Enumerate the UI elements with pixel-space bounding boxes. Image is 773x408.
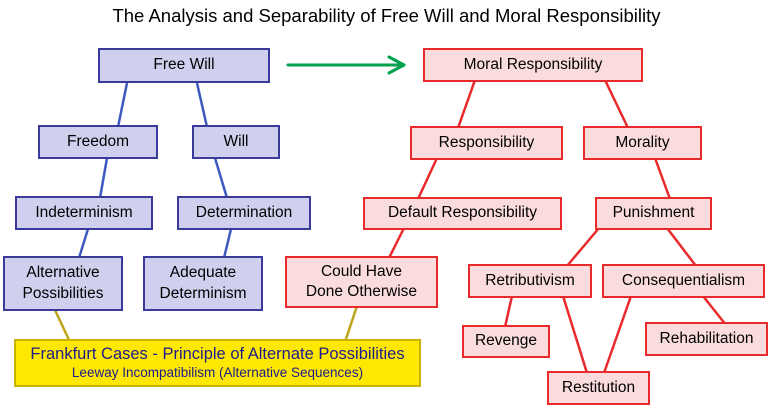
node-label: Punishment — [612, 204, 695, 222]
edge-line — [195, 82, 209, 128]
node-label: Revenge — [474, 332, 538, 350]
node-label: Freedom — [66, 132, 130, 150]
edge-line — [213, 157, 229, 199]
edge-line — [222, 228, 233, 259]
edge-line — [666, 227, 697, 267]
frankfurt-cases-note: Frankfurt Cases - Principle of Alternate… — [14, 339, 421, 387]
node-responsibility: Responsibility — [410, 126, 563, 160]
node-label: Morality — [615, 133, 670, 151]
node-freedom: Freedom — [38, 125, 158, 159]
edge-line — [603, 79, 630, 129]
node-default-responsibility: Default Responsibility — [363, 197, 562, 230]
node-label: Moral Responsibility — [463, 55, 603, 73]
node-label: Rehabilitation — [659, 329, 754, 347]
node-label: Determination — [195, 203, 293, 221]
node-label: Will — [223, 132, 249, 150]
edge-line — [702, 295, 727, 326]
node-label: Restitution — [561, 378, 636, 396]
node-moral-responsibility: Moral Responsibility — [423, 48, 643, 82]
note-line-2: Leeway Incompatibilism (Alternative Sequ… — [71, 364, 364, 380]
node-label: Responsibility — [438, 133, 535, 151]
node-restitution: Restitution — [547, 371, 650, 405]
edge-line — [602, 295, 633, 374]
node-will: Will — [192, 125, 280, 159]
node-indeterminism: Indeterminism — [15, 196, 153, 230]
node-determination: Determination — [177, 196, 311, 230]
edge-line — [653, 157, 672, 200]
node-label: Alternative Possibilities — [22, 264, 104, 302]
node-adequate-determinism: Adequate Determinism — [143, 256, 263, 311]
node-consequentialism: Consequentialism — [602, 264, 765, 298]
node-label: Consequentialism — [621, 271, 746, 289]
node-rehabilitation: Rehabilitation — [645, 322, 768, 356]
node-revenge: Revenge — [462, 325, 550, 358]
edge-line — [116, 82, 129, 128]
edge-line — [456, 79, 477, 129]
edge-line — [503, 295, 514, 328]
edge-line — [77, 228, 90, 259]
edge-line — [343, 305, 359, 343]
diagram-title: The Analysis and Separability of Free Wi… — [112, 5, 661, 26]
node-label: Indeterminism — [35, 203, 133, 221]
edge-line — [53, 309, 72, 343]
edge-line — [98, 157, 109, 199]
node-retributivism: Retributivism — [468, 264, 592, 298]
separability-arrow-icon — [286, 55, 406, 75]
edge-line — [416, 157, 439, 200]
edge-line — [387, 227, 406, 259]
node-alternative-possibilities: Alternative Possibilities — [3, 256, 123, 311]
node-label: Default Responsibility — [387, 204, 538, 222]
node-label: Free Will — [153, 56, 215, 74]
node-label: Retributivism — [485, 271, 575, 289]
node-morality: Morality — [583, 126, 702, 160]
node-could-have-done-otherwise: Could Have Done Otherwise — [285, 256, 438, 308]
edge-line — [561, 295, 589, 374]
node-label: Could Have Done Otherwise — [305, 262, 418, 300]
edge-line — [566, 227, 600, 267]
note-line-1: Frankfurt Cases - Principle of Alternate… — [30, 345, 405, 364]
node-free-will: Free Will — [98, 48, 270, 83]
node-punishment: Punishment — [595, 197, 712, 230]
node-label: Adequate Determinism — [159, 264, 247, 302]
